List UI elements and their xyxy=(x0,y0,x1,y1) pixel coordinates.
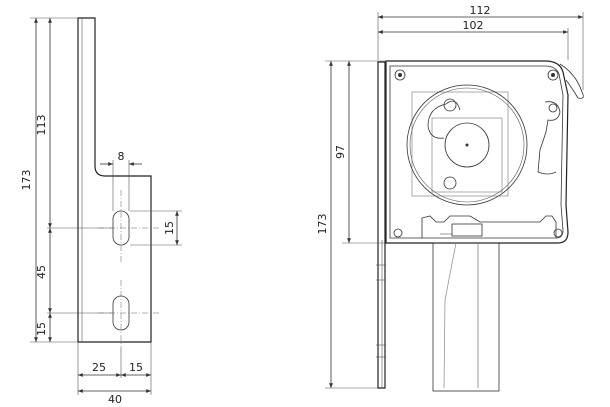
slat-slot xyxy=(451,223,483,237)
roller-box-front-view: 112 102 97 173 xyxy=(316,4,584,392)
screw-top-left xyxy=(394,69,406,81)
dim-113: 113 xyxy=(35,115,48,136)
bracket-outline xyxy=(77,17,152,343)
dim-45: 45 xyxy=(35,265,48,279)
dim-15-width: 15 xyxy=(129,361,143,374)
dim-112: 112 xyxy=(470,4,491,17)
dim-97: 97 xyxy=(334,145,347,159)
side-plate xyxy=(377,61,386,389)
housing-hook xyxy=(559,63,584,99)
bracket-side-view: 173 113 45 15 8 15 25 15 40 xyxy=(20,17,182,406)
dim-25: 25 xyxy=(92,361,106,374)
dim-173-right: 173 xyxy=(316,214,329,235)
shutter-curtain xyxy=(432,242,500,392)
dim-102: 102 xyxy=(463,19,484,32)
dim-8: 8 xyxy=(118,150,125,163)
inner-frame xyxy=(411,91,509,197)
dim-173-left: 173 xyxy=(20,170,33,191)
right-guide xyxy=(537,101,561,175)
dim-15-slot: 15 xyxy=(163,221,176,235)
bottom-rail xyxy=(421,215,557,238)
roller-drum xyxy=(406,84,528,206)
screw-top-right xyxy=(547,69,559,81)
housing-outline xyxy=(385,60,569,244)
dim-15-bottom: 15 xyxy=(35,322,48,336)
screw-bottom-left xyxy=(393,228,403,238)
screw-bottom-right xyxy=(553,228,563,238)
dim-40: 40 xyxy=(108,393,122,406)
roller-shaft xyxy=(444,122,490,168)
